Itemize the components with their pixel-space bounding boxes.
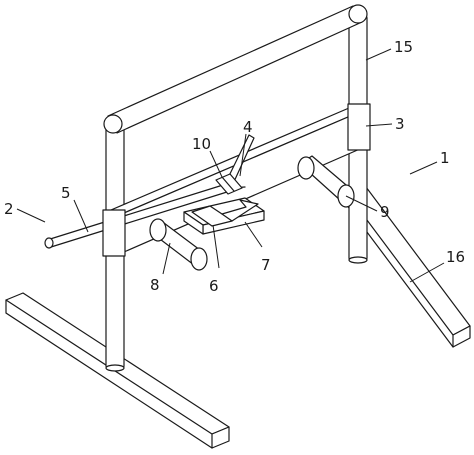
- callout-2: 2: [4, 200, 14, 218]
- callout-3: 3: [395, 115, 405, 133]
- v-groove-jaw: [191, 199, 259, 227]
- callout-7: 7: [261, 256, 271, 274]
- right-support-roller: [297, 155, 355, 208]
- right-rail-sleeve: [347, 103, 371, 151]
- top-crossbar: [103, 4, 368, 134]
- callout-1: 1: [440, 149, 450, 167]
- nut: [215, 173, 243, 195]
- callout-9: 9: [380, 203, 390, 221]
- callout-5: 5: [61, 184, 71, 202]
- callout-4: 4: [243, 118, 253, 136]
- callout-10: 10: [192, 135, 211, 153]
- left-rail-sleeve: [102, 209, 126, 257]
- callout-15: 15: [394, 38, 413, 56]
- callout-8: 8: [150, 276, 160, 294]
- callout-6: 6: [209, 277, 219, 295]
- callout-16: 16: [446, 248, 465, 266]
- leader-lines: [16, 48, 445, 283]
- left-support-roller: [149, 218, 208, 271]
